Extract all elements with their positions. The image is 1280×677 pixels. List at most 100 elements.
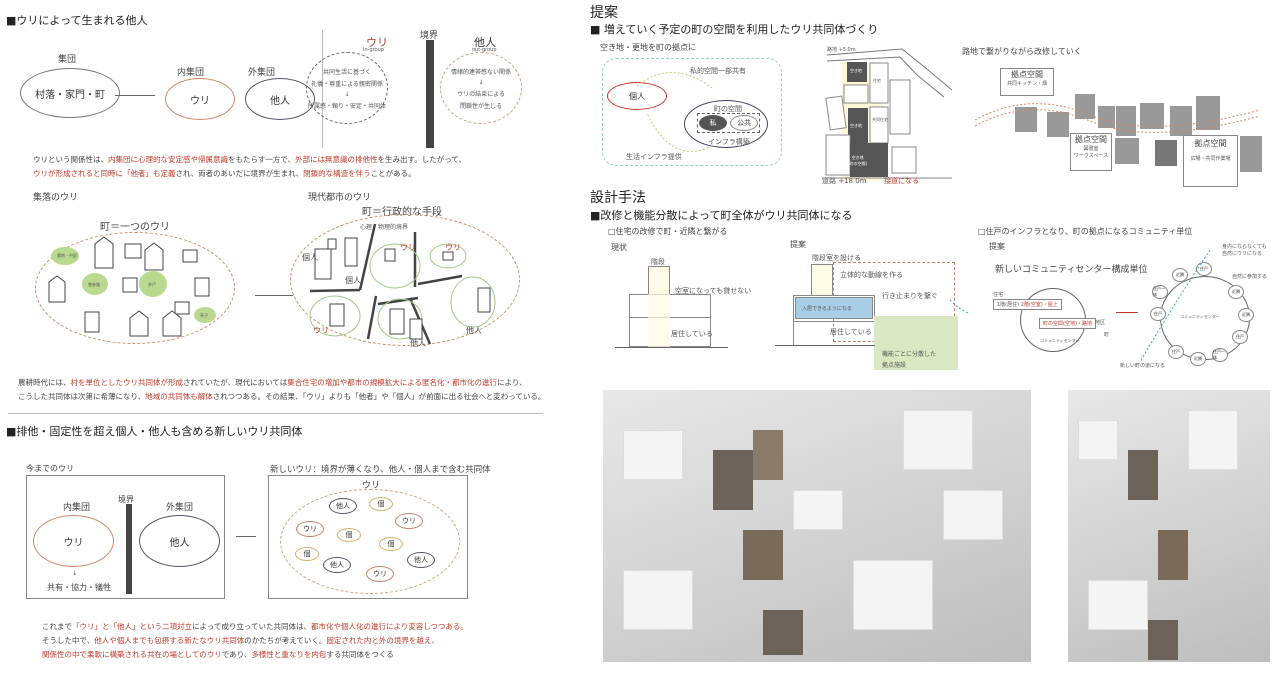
tanin-desc-circle: 情緒的連帯感ない関係↓ウリの結束による閉鎖性が生じる (440, 52, 522, 124)
stairs-label: 階段 (651, 258, 665, 266)
highlight-text: 「ウリ」と「他人」という二項対立 (72, 622, 192, 631)
house-floors: 1階(居住) 2階(空室)・屋上 (993, 299, 1062, 310)
tanin-desc: 閉鎖性が生じる (459, 102, 502, 110)
proposal-label: 提案 (989, 242, 1005, 251)
base-label: 拠点空間 (1011, 70, 1043, 79)
dispersed-facility (874, 316, 958, 370)
subtitle-renovation: □住宅の改修で町・近隣と繋がる (608, 227, 728, 236)
uri-desc: 共同生活に基づく (322, 68, 371, 76)
uri-label: ウリ (445, 243, 461, 252)
text-segment: されていたが、現代においては (183, 378, 288, 387)
highlight-text: 固定された内と外の境界を越え、 (326, 636, 439, 645)
town-space-ellipse (684, 100, 768, 148)
text-segment: を生み出す。したがって、 (377, 155, 467, 164)
boundary-bar (426, 40, 434, 148)
paragraph-2: 農耕時代には、村を単位としたウリ共同体が形成されていたが、現代においては集合住宅… (18, 376, 545, 404)
lower-floor (629, 317, 711, 347)
tanin: 他人 (169, 537, 190, 549)
stair-room-label: 階段室を設ける (812, 254, 861, 262)
new-uri-ellipse (280, 489, 460, 594)
arrow (236, 536, 256, 537)
uri-bubble: ウリ (366, 566, 394, 582)
paragraph-1: ウリという関係性は、内集団に心理的な安定感や帰属意識をもたらす一方で、外部には無… (33, 153, 466, 181)
paragraph-3: これまで「ウリ」と「他人」という二項対立によって成り立っていた共同体は、都市化や… (42, 620, 468, 662)
ko-bubble: 個 (379, 537, 403, 551)
kojin-label: 個人 (302, 253, 318, 262)
new-uri-label: ウリ (362, 481, 381, 491)
line: 自然にウリになる (1222, 251, 1263, 257)
building-block (1116, 106, 1136, 136)
unit-node: 住戸一体 (1152, 285, 1168, 299)
uri-desc: 所属感・頼り・安定・共同体 (307, 102, 386, 110)
arrow (255, 295, 293, 296)
section-title-renovation: ■改修と機能分散によって町全体がウリ共同体になる (590, 209, 853, 222)
enter-label: 入居できるようになる (802, 306, 852, 312)
nearby-node: 近隣 (1190, 352, 1206, 366)
paragraph-line: 関係性の中で柔軟に構築される共在の場としてのウリであり、多様性と重なりを内包する… (42, 648, 468, 662)
tanin-heading: 他人 (474, 36, 496, 49)
section-title-new-uri: ■排他・固定性を超え個人・他人も含める新しいウリ共同体 (6, 425, 303, 438)
paragraph-line: こうした共同体は次第に希薄になり、地域の共同体も解体されつつある。その結果、「ウ… (18, 390, 545, 404)
uri-en: In-group (363, 47, 384, 53)
ellipse-uri: ウリ (165, 78, 235, 120)
vacant-town-line: (町の空間) (848, 161, 868, 166)
tanin-desc: 情緒的連帯感ない関係 (450, 68, 511, 76)
subtitle: 空き地・更地を町の拠点に (600, 43, 696, 52)
public-ellipse: 公共 (730, 115, 758, 131)
old-result: 共有・協力・犠牲 (47, 583, 111, 592)
text-segment: そうした中で、 (42, 636, 95, 645)
dashed-box (697, 113, 760, 133)
text-segment: をもたらす一方で、 (228, 155, 296, 164)
space-diagram-frame (602, 58, 782, 166)
proposal-heading: 提案 (590, 5, 618, 21)
city-ellipse (290, 214, 520, 346)
model-photo-main (603, 390, 1031, 662)
uri-bubble: ウリ (296, 521, 324, 537)
text-segment: ウリという関係性は、 (33, 155, 108, 164)
now-label: 現状 (611, 243, 627, 252)
text-segment: により、 (497, 378, 527, 387)
tanin-bubble: 他人 (323, 557, 351, 573)
uri-label: ウリ (400, 243, 416, 252)
stair-room-box (811, 264, 833, 296)
building-block (1196, 96, 1220, 130)
paragraph-line: 農耕時代には、村を単位としたウリ共同体が形成されていたが、現代においては集合住宅… (18, 376, 545, 390)
base-space-1: 拠点空間共同キッチン・畑 (1000, 68, 1054, 96)
cc-label: コミュニティセンター (1040, 338, 1080, 343)
kojin-ellipse: 個人 (607, 82, 667, 110)
kojin-label: 個人 (345, 276, 361, 285)
nearby-node: 近隣 (1238, 308, 1254, 322)
unit-node: 住戸 (1232, 330, 1248, 344)
building-block (1170, 106, 1192, 136)
highlight-text: 都市化や個人化の進行により変容しつつある。 (311, 622, 468, 631)
highlight-text: 多様性と重なりを内包 (251, 650, 327, 659)
spot-label: 農地・中庭 (57, 253, 77, 258)
text-segment: によって成り立っていた共同体は、 (192, 622, 312, 631)
village-subtitle: 町＝一つのウリ (100, 222, 170, 233)
road-top-label: 路地 +5.0m (827, 47, 856, 53)
building-block (1075, 94, 1095, 119)
highlight-text: 他人や個人までも包摂する新たなウリ共同体 (94, 636, 245, 645)
building-block (1047, 112, 1069, 137)
text-segment: 農耕時代には、 (18, 378, 71, 387)
district-label: 地区 (1095, 320, 1106, 326)
label-group: 集団 (58, 55, 77, 65)
connect-label: 接道になる (884, 177, 919, 185)
town-space-box: 町の空間(空地)・路地 (1039, 318, 1096, 329)
section-title-town-space: ■ 増えていく予定の町の空間を利用したウリ共同体づくり (590, 23, 879, 36)
paragraph-line: ウリが形成されると同時に「他者」も定義され、両者のあいだに境界が生まれ、閉鎖的な… (33, 167, 466, 181)
boundary-bar (126, 504, 132, 594)
ko-bubble: 個 (295, 547, 319, 561)
tanin-bubble: 他人 (407, 552, 435, 568)
site-map (822, 48, 953, 181)
flow-arrows (636, 72, 713, 152)
stairs-box (648, 266, 670, 295)
shared-house-label: 共同住宅 (872, 117, 888, 122)
highlight-text: ウリが形成されると同時に「他者」も定義 (33, 169, 176, 178)
uri: ウリ (63, 537, 84, 549)
paragraph-line: ウリという関係性は、内集団に心理的な安定感や帰属意識をもたらす一方で、外部には無… (33, 153, 466, 167)
ko-bubble: 個 (369, 497, 393, 511)
base-desc: 図書室 (1083, 146, 1099, 152)
old-uri-box (26, 475, 225, 599)
alley-path (974, 103, 1261, 133)
